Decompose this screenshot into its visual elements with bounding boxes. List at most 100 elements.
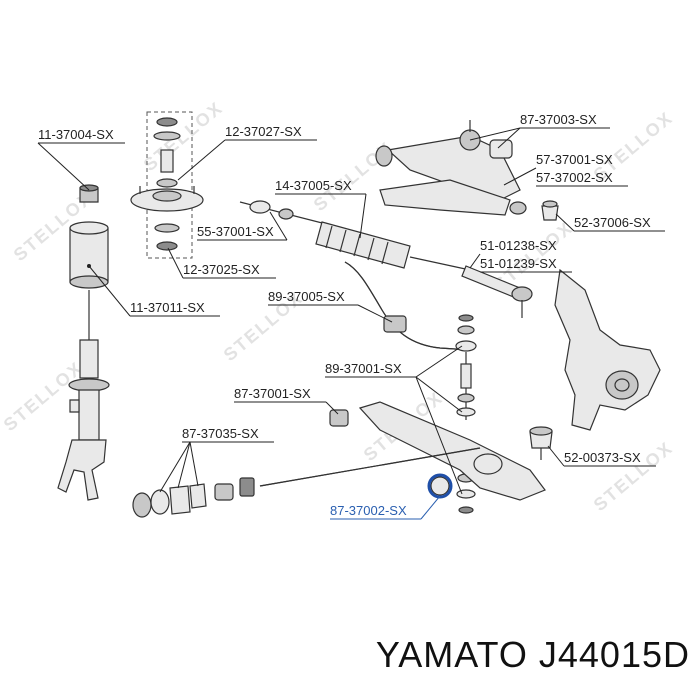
part-number-caption: YAMATO J44015D bbox=[375, 634, 690, 675]
lower-ball-joint-top bbox=[529, 426, 553, 436]
shock-body-lower bbox=[78, 389, 100, 441]
leader-line bbox=[269, 211, 288, 241]
leader-line bbox=[415, 376, 463, 495]
mount-dashed-box bbox=[146, 111, 193, 259]
stabilizer-link bbox=[455, 314, 477, 514]
part-label: 14-37005-SX bbox=[275, 178, 352, 193]
mount-collar bbox=[156, 178, 178, 188]
watermark: STELLOX bbox=[0, 357, 87, 435]
strut-fork bbox=[57, 439, 107, 501]
leader-line bbox=[37, 142, 90, 191]
part-label: 87-37003-SX bbox=[520, 112, 597, 127]
leader-line bbox=[359, 193, 367, 239]
part-label: 51-01238-SX bbox=[480, 238, 557, 253]
radius-rod-fill bbox=[259, 447, 481, 487]
part-label: 87-37001-SX bbox=[234, 386, 311, 401]
leader-line bbox=[189, 441, 199, 487]
shock-body-upper bbox=[79, 339, 99, 379]
part-label: 12-37025-SX bbox=[183, 262, 260, 277]
part-label: 57-37002-SX bbox=[536, 170, 613, 185]
lower-bushing-87-37001 bbox=[329, 409, 349, 427]
rod-spacer bbox=[214, 483, 234, 501]
ball-joint-top bbox=[542, 200, 558, 208]
leader-line-highlighted bbox=[420, 495, 441, 520]
dust-boot-bottom bbox=[69, 275, 109, 289]
knuckle-hub bbox=[605, 370, 639, 400]
lower-bushing-87-37002 bbox=[430, 476, 450, 496]
ball-joint-body bbox=[541, 205, 559, 221]
part-label: 12-37027-SX bbox=[225, 124, 302, 139]
dust-boot-top bbox=[69, 221, 109, 235]
part-label: 57-37001-SX bbox=[536, 152, 613, 167]
rod-bushing-a bbox=[150, 489, 170, 515]
upper-bushing-87-37003 bbox=[489, 139, 513, 159]
link-nut-top bbox=[458, 314, 474, 322]
leader-lines bbox=[37, 127, 665, 520]
strut-assembly bbox=[57, 184, 110, 501]
steering-boot bbox=[315, 221, 411, 269]
leader-line bbox=[357, 304, 393, 323]
mount-boss bbox=[152, 190, 182, 202]
link-washer bbox=[457, 325, 475, 335]
leader-line bbox=[415, 345, 463, 378]
mount-lower-washer bbox=[154, 223, 180, 233]
rod-bushing-c bbox=[189, 483, 207, 509]
upper-control-arm bbox=[375, 120, 527, 216]
bump-stop-cap bbox=[79, 184, 99, 192]
leader-line bbox=[555, 213, 575, 232]
upper-ball-joint bbox=[541, 200, 559, 221]
spring-seat bbox=[68, 378, 110, 392]
rack-shaft bbox=[409, 256, 471, 271]
rod-bushing-washer bbox=[132, 492, 152, 518]
lower-ball-joint bbox=[529, 426, 553, 460]
stabilizer-bar-fill bbox=[344, 261, 471, 351]
stabilizer-bar bbox=[344, 261, 471, 351]
leader-line bbox=[167, 247, 184, 279]
link-bushing-bottom bbox=[456, 489, 476, 499]
leader-line bbox=[88, 265, 131, 317]
part-label: 51-01239-SX bbox=[480, 256, 557, 271]
part-label: 87-37035-SX bbox=[182, 426, 259, 441]
rod-nut bbox=[239, 477, 255, 497]
link-nut-bottom bbox=[458, 506, 474, 514]
watermark: STELLOX bbox=[140, 97, 227, 175]
rod-bushing-b bbox=[169, 485, 191, 515]
mount-lower-nut bbox=[156, 241, 178, 251]
knuckle-body bbox=[554, 268, 661, 431]
leader-line bbox=[547, 445, 565, 467]
leader-line bbox=[177, 441, 191, 489]
part-label: 52-37006-SX bbox=[574, 215, 651, 230]
highlight-ring bbox=[427, 473, 453, 499]
lower-arm-body bbox=[358, 401, 546, 501]
part-labels: 11-37004-SX 12-37027-SX 87-37003-SX 57-3… bbox=[38, 112, 651, 518]
leader-line bbox=[177, 139, 226, 181]
upper-arm-bushing-a bbox=[375, 145, 393, 167]
leader-line bbox=[159, 441, 191, 493]
part-label: 89-37005-SX bbox=[268, 289, 345, 304]
steering-knuckle bbox=[554, 268, 661, 431]
tie-rod-ball bbox=[511, 286, 533, 302]
boot-ribs bbox=[325, 225, 389, 265]
link-bushing-upper bbox=[455, 340, 477, 352]
mount-bushing bbox=[160, 149, 174, 173]
radius-rod-bushings bbox=[132, 477, 255, 518]
top-mount-assembly bbox=[130, 111, 204, 259]
part-label: 89-37001-SX bbox=[325, 361, 402, 376]
lower-arm-boss bbox=[473, 453, 503, 475]
part-label-highlighted: 87-37002-SX bbox=[330, 503, 407, 518]
leader-line bbox=[469, 253, 481, 269]
tie-rod-joint bbox=[278, 208, 294, 220]
leader-line bbox=[415, 376, 463, 413]
part-label: 55-37001-SX bbox=[197, 224, 274, 239]
part-label: 52-00373-SX bbox=[564, 450, 641, 465]
outer-tie-rod bbox=[461, 265, 533, 318]
mount-nut bbox=[156, 117, 178, 127]
leader-line bbox=[503, 167, 537, 186]
bracket bbox=[69, 399, 80, 413]
part-label: 11-37011-SX bbox=[130, 300, 205, 315]
link-spacer bbox=[460, 363, 472, 389]
leader-line bbox=[469, 127, 521, 141]
part-label: 11-37004-SX bbox=[38, 127, 114, 142]
